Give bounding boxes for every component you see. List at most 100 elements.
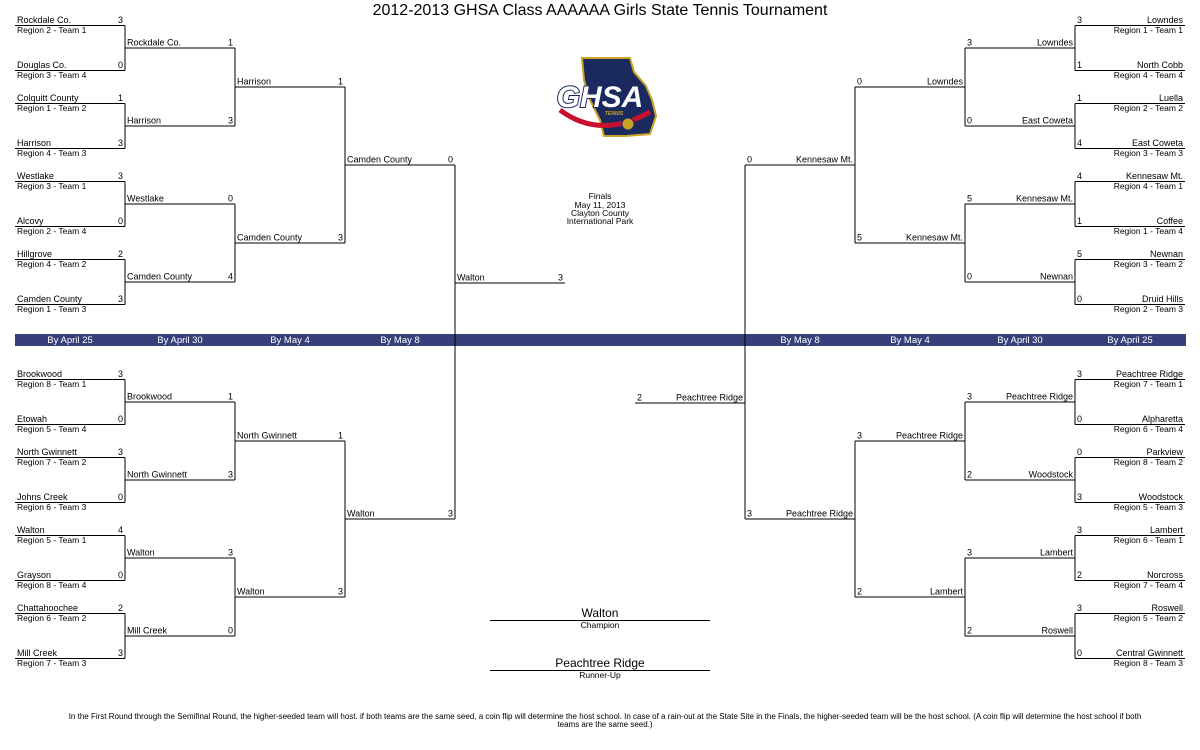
round-date-label: By April 30 [997,335,1042,346]
team-name: Westlake [127,194,164,204]
team-name: Peachtree Ridge [786,509,853,519]
team-name: Rockdale Co. [17,15,71,25]
team-name: Newnan [1150,249,1183,259]
team-score: 2 [1077,570,1082,580]
team-score: 0 [118,216,123,226]
team-name: Walton [127,548,155,558]
team-name: East Coweta [1022,116,1073,126]
team-score: 4 [228,272,233,282]
logo-subtext: TENNIS [605,111,624,117]
finals-info-line: Finals [589,191,612,201]
team-seed: Region 2 - Team 2 [1114,103,1184,113]
team-score: 0 [448,155,453,165]
round-date-label: By May 4 [890,335,930,346]
team-score: 2 [857,587,862,597]
runner-up-label: Runner-Up [579,670,621,680]
team-name: Woodstock [1139,492,1184,502]
team-name: Westlake [17,171,54,181]
team-score: 0 [118,60,123,70]
footer-note: In the First Round through the Semifinal… [69,712,1142,721]
team-score: 1 [1077,93,1082,103]
round-date-label: By May 8 [380,335,420,346]
round-date-label: By May 8 [780,335,820,346]
team-score: 1 [338,431,343,441]
team-seed: Region 3 - Team 4 [17,70,87,80]
team-score: 2 [118,603,123,613]
team-seed: Region 4 - Team 3 [17,148,87,158]
runner-up-box: Peachtree Ridge Runner-Up [490,656,710,680]
team-name: Douglas Co. [17,60,67,70]
team-seed: Region 3 - Team 1 [17,181,87,191]
team-score: 4 [1077,138,1082,148]
team-score: 2 [967,626,972,636]
finals-team-name: Peachtree Ridge [676,393,743,403]
team-name: East Coweta [1132,138,1183,148]
runner-up-name: Peachtree Ridge [555,656,645,670]
team-name: Norcross [1147,570,1184,580]
team-score: 3 [228,470,233,480]
team-score: 3 [118,369,123,379]
finals-team-score: 2 [637,393,642,403]
team-name: Druid Hills [1142,294,1184,304]
team-score: 3 [448,509,453,519]
finals-info-line: May 11, 2013 [575,200,626,210]
round-date-label: By May 4 [270,335,310,346]
team-score: 0 [118,414,123,424]
team-score: 3 [338,587,343,597]
champion-box: Walton Champion [490,606,710,630]
ghsa-tennis-logo: GHSA TENNIS [556,57,658,137]
round-date-label: By April 25 [47,335,92,346]
team-name: Hillgrove [17,249,52,259]
team-name: Lowndes [1147,15,1184,25]
team-seed: Region 6 - Team 3 [17,502,87,512]
team-name: Lambert [1040,548,1074,558]
team-score: 3 [118,648,123,658]
team-name: Camden County [17,294,83,304]
team-name: Rockdale Co. [127,38,181,48]
team-score: 0 [118,492,123,502]
team-name: North Gwinnett [17,447,78,457]
team-score: 0 [1077,294,1082,304]
team-score: 3 [118,138,123,148]
team-score: 3 [1077,15,1082,25]
team-score: 0 [228,194,233,204]
team-name: North Gwinnett [127,470,188,480]
team-score: 0 [1077,447,1082,457]
team-name: Alcovy [17,216,44,226]
team-name: Peachtree Ridge [1006,392,1073,402]
team-name: Walton [17,525,45,535]
round-date-label: By April 25 [1107,335,1152,346]
team-name: North Cobb [1137,60,1183,70]
team-score: 1 [228,392,233,402]
team-seed: Region 8 - Team 3 [1114,658,1184,668]
team-seed: Region 6 - Team 2 [17,613,87,623]
team-seed: Region 5 - Team 3 [1114,502,1184,512]
team-name: Harrison [17,138,51,148]
team-name: Mill Creek [17,648,58,658]
footer-note: teams are the same seed.) [557,720,652,729]
team-score: 2 [967,470,972,480]
team-name: Newnan [1040,272,1073,282]
team-name: Johns Creek [17,492,68,502]
team-score: 3 [338,233,343,243]
team-score: 3 [1077,603,1082,613]
team-name: North Gwinnett [237,431,298,441]
team-name: Grayson [17,570,51,580]
team-seed: Region 4 - Team 4 [1114,70,1184,80]
team-name: Camden County [237,233,303,243]
team-score: 1 [228,38,233,48]
team-score: 3 [967,548,972,558]
team-seed: Region 1 - Team 4 [1114,226,1184,236]
round-date-band [15,334,1186,346]
team-score: 5 [1077,249,1082,259]
logo-text: GHSA [557,81,644,114]
team-score: 1 [1077,60,1082,70]
team-name: Roswell [1041,626,1073,636]
team-name: Kennesaw Mt. [1126,171,1183,181]
team-score: 3 [857,431,862,441]
finals-team-score: 3 [558,273,563,283]
team-score: 5 [857,233,862,243]
team-score: 0 [857,77,862,87]
